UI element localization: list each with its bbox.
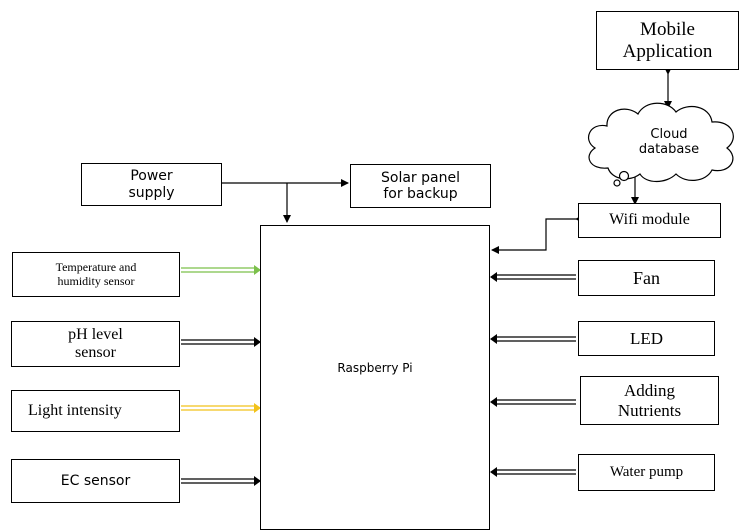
water-pump-box: Water pump — [578, 454, 715, 491]
mobile-application-box: Mobile Application — [596, 11, 739, 70]
cloud-database-label: Cloud database — [638, 127, 700, 157]
ec-sensor-box: EC sensor — [11, 459, 180, 503]
led-box: LED — [578, 321, 715, 356]
solar-panel-box: Solar panel for backup — [350, 164, 491, 208]
input-arrow-temperature — [181, 265, 261, 275]
cloud-icon — [588, 102, 734, 187]
raspberry-pi-label: Raspberry Pi — [337, 360, 413, 375]
adding-nutrients-box: Adding Nutrients — [580, 376, 719, 425]
output-arrow-water-pump — [490, 467, 576, 477]
power-bus-connector — [215, 179, 349, 223]
wifi-pi-arrow — [491, 215, 583, 254]
power-supply-box: Power supply — [81, 163, 222, 206]
input-arrow-light — [181, 403, 261, 413]
raspberry-pi-box: Raspberry Pi — [260, 225, 490, 530]
light-intensity-sensor-box: Light intensity — [11, 390, 180, 432]
temperature-humidity-sensor-box: Temperature and humidity sensor — [12, 252, 180, 297]
fan-box: Fan — [578, 260, 715, 296]
input-arrow-ph — [181, 337, 261, 347]
input-arrow-ec — [181, 476, 261, 486]
output-arrow-led — [490, 334, 576, 344]
wifi-module-box: Wifi module — [578, 203, 721, 238]
output-arrow-nutrients — [490, 397, 576, 407]
ph-level-sensor-box: pH level sensor — [11, 321, 180, 367]
output-arrow-fan — [490, 272, 576, 282]
